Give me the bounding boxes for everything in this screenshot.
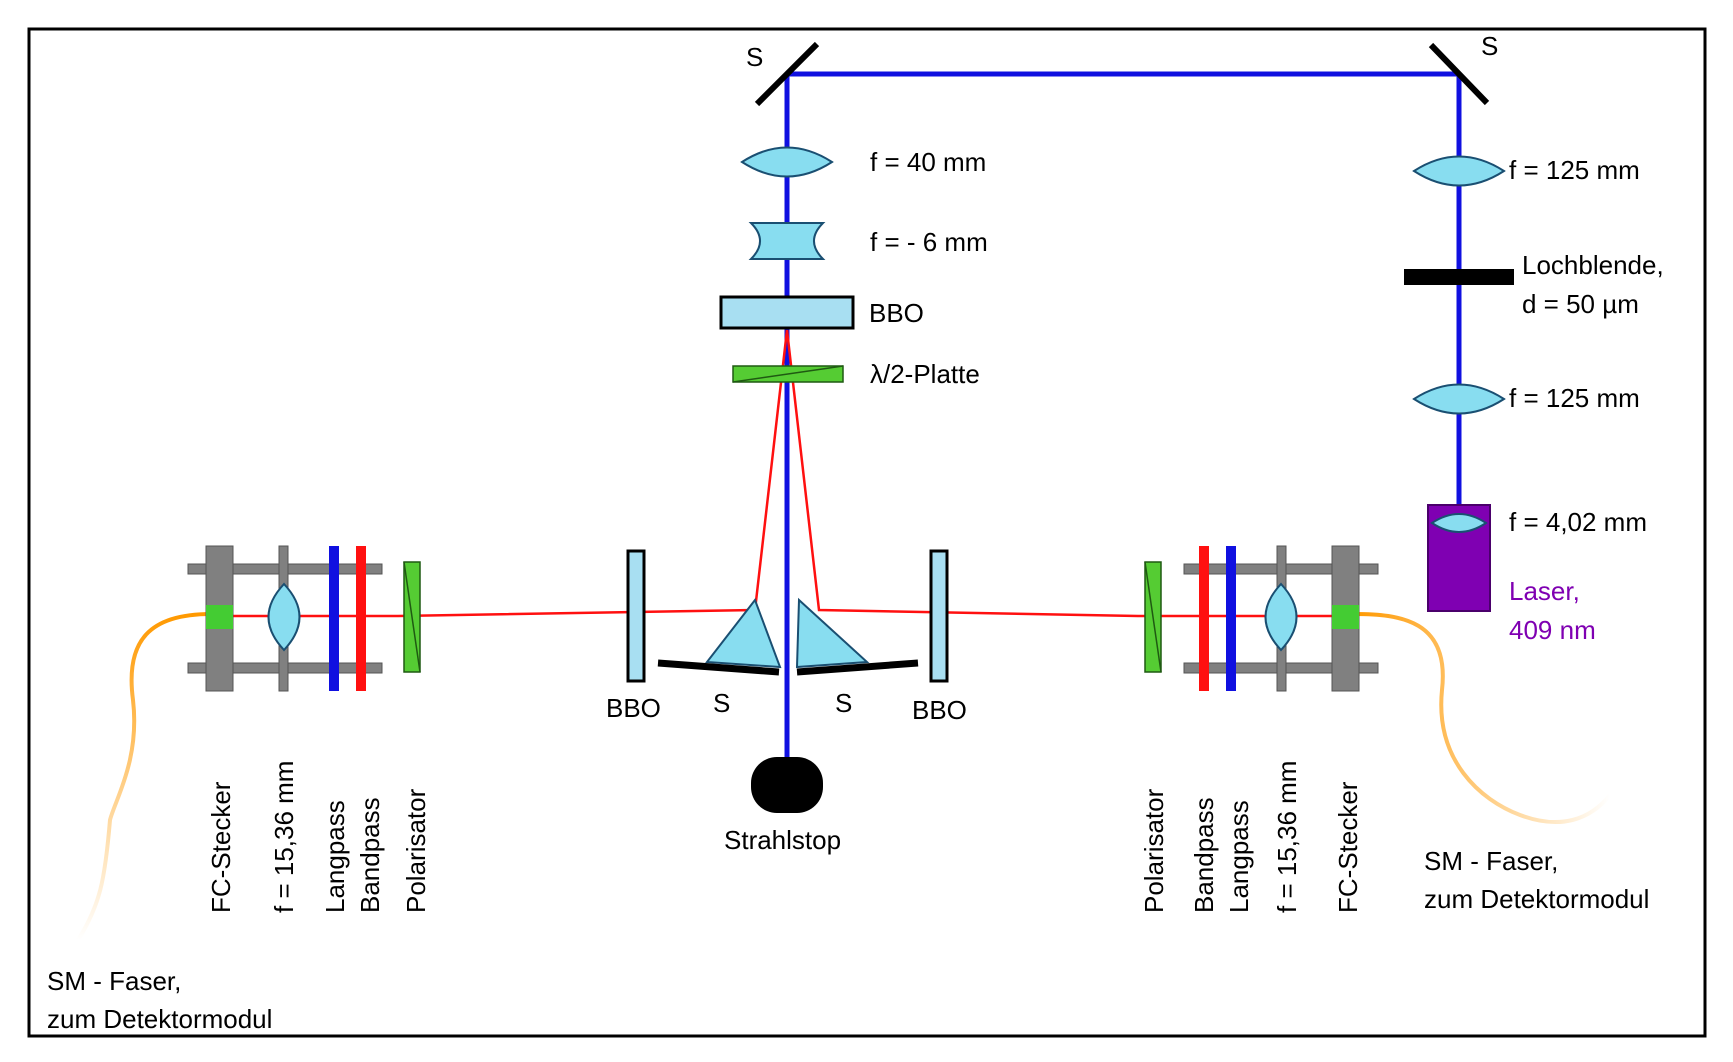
left-polarizer-label: Polarisator: [401, 788, 431, 913]
lens-f40-label: f = 40 mm: [870, 147, 986, 177]
lens-f402-label: f = 4,02 mm: [1509, 507, 1647, 537]
pinhole-label-line1: Lochblende,: [1522, 250, 1664, 280]
bbo-top-label: BBO: [869, 298, 924, 328]
prism-right: [795, 597, 870, 669]
right-longpass-label: Langpass: [1224, 800, 1254, 913]
fiber-right-label-line1: SM - Faser,: [1424, 846, 1558, 876]
lens-f125-top-icon: [1412, 155, 1506, 187]
photon-beams: [211, 329, 1354, 618]
halfwave-label: λ/2-Platte: [870, 359, 980, 389]
prism-left: [705, 597, 782, 669]
laser-label-line1: Laser,: [1509, 576, 1580, 606]
mirror-top-right-label: S: [1481, 31, 1498, 61]
laser-label-line2: 409 nm: [1509, 615, 1596, 645]
detector-mount-right: [1144, 545, 1379, 692]
right-fc-label: FC-Stecker: [1333, 781, 1363, 913]
pinhole-label-line2: d = 50 µm: [1522, 289, 1639, 319]
lens-fm6-icon: [748, 222, 826, 260]
diagram-frame: [27, 27, 1707, 1038]
halfwave-plate: [732, 365, 844, 383]
pinhole-aperture: [1404, 269, 1514, 285]
left-bandpass-filter: [356, 546, 366, 691]
detector-mount-left: [187, 545, 421, 692]
bbo-crystal-right: [929, 549, 949, 683]
fiber-right: [1353, 612, 1612, 824]
left-bandpass-label: Bandpass: [355, 797, 385, 913]
bbo-left-label: BBO: [606, 693, 661, 723]
mirror-top-right: [1428, 42, 1490, 106]
fiber-left-label-line2: zum Detektormodul: [47, 1004, 272, 1034]
bbo-right-label: BBO: [912, 695, 967, 725]
right-longpass-filter: [1226, 546, 1236, 691]
fiber-right-label-line2: zum Detektormodul: [1424, 884, 1649, 914]
mirror-left-label: S: [713, 688, 730, 718]
left-lens-label: f = 15,36 mm: [269, 761, 299, 913]
fiber-left: [76, 612, 212, 942]
lens-f125-top-label: f = 125 mm: [1509, 155, 1640, 185]
fiber-left-label-line1: SM - Faser,: [47, 966, 181, 996]
lens-f40-icon: [740, 146, 834, 178]
right-lens-label: f = 15,36 mm: [1272, 761, 1302, 913]
bbo-crystal-top: [719, 295, 855, 330]
lens-f125-bottom-label: f = 125 mm: [1509, 383, 1640, 413]
lens-f125-bottom-icon: [1412, 383, 1506, 415]
right-bandpass-filter: [1199, 546, 1209, 691]
beam-stop-label: Strahlstop: [724, 825, 841, 855]
left-longpass-label: Langpass: [320, 800, 350, 913]
beam-stop: [751, 757, 823, 813]
lens-f402-icon: [1430, 513, 1488, 533]
mirror-left: [657, 659, 780, 676]
left-fc-label: FC-Stecker: [206, 781, 236, 913]
lens-fm6-label: f = - 6 mm: [870, 227, 988, 257]
mirror-right: [796, 659, 919, 676]
mirror-top-left: [754, 41, 820, 107]
right-lens-icon: [1264, 582, 1298, 652]
right-bandpass-label: Bandpass: [1189, 797, 1219, 913]
mirror-top-left-label: S: [746, 42, 763, 72]
pump-beam: [784, 71, 1462, 770]
right-polarizer-label: Polarisator: [1139, 788, 1169, 913]
bbo-crystal-left: [626, 549, 646, 683]
left-lens-icon: [267, 582, 301, 652]
left-longpass-filter: [329, 546, 339, 691]
mirror-right-label: S: [835, 688, 852, 718]
